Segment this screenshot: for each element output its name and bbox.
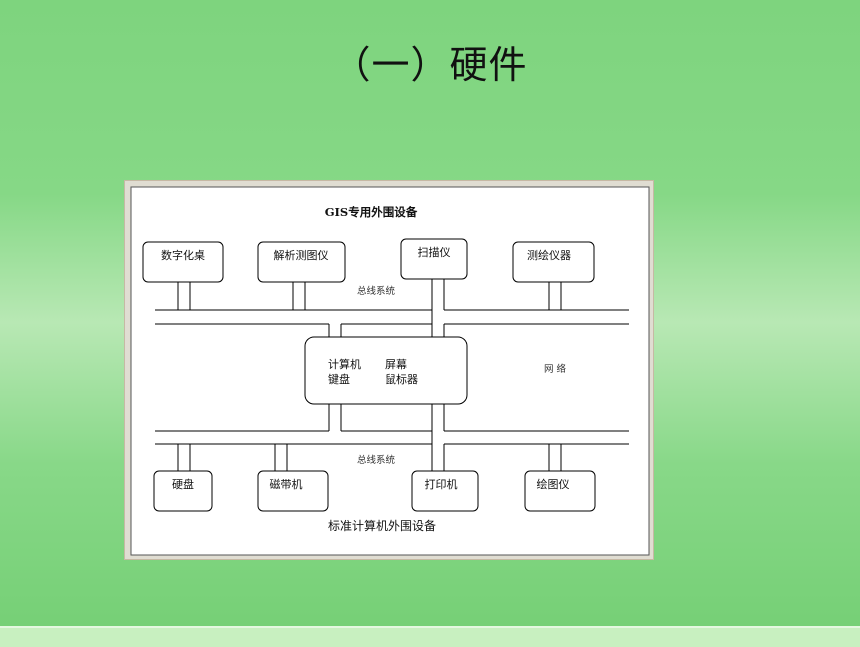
slide-title: （一）硬件 xyxy=(332,43,528,87)
keyboard-label: 键盘 xyxy=(328,372,350,386)
top-bus-label: 总线系统 xyxy=(357,285,396,297)
device-label-tape-drive: 磁带机 xyxy=(270,477,303,491)
device-label-hard-disk: 硬盘 xyxy=(172,477,194,491)
computer-box xyxy=(304,336,468,405)
device-box-hard-disk xyxy=(153,470,213,512)
device-label-printer: 打印机 xyxy=(425,477,458,491)
computer-label: 计算机 xyxy=(328,357,361,371)
slide-footer-band xyxy=(0,626,860,647)
gis-peripherals-title: GIS专用外围设备 xyxy=(325,205,418,219)
bottom-bus xyxy=(155,430,629,445)
device-label-plotter: 绘图仪 xyxy=(537,477,570,491)
top-connectors xyxy=(177,279,562,324)
device-box-tape-drive xyxy=(257,470,329,512)
device-box-scanner xyxy=(400,238,468,280)
device-box-digitizer xyxy=(142,241,224,283)
screen-label: 屏幕 xyxy=(385,357,407,371)
center-connectors xyxy=(328,323,445,431)
standard-peripherals-title: 标准计算机外围设备 xyxy=(328,518,436,533)
bottom-connectors xyxy=(177,431,562,471)
device-box-printer xyxy=(411,470,479,512)
mouse-label: 鼠标器 xyxy=(385,372,418,386)
device-box-survey-instrument xyxy=(512,241,595,283)
device-label-survey-instrument: 测绘仪器 xyxy=(527,248,571,262)
device-label-analytical-plotter: 解析测图仪 xyxy=(274,248,329,262)
bottom-bus-label: 总线系统 xyxy=(357,454,396,466)
hardware-diagram-frame: GIS专用外围设备 标准计算机外围设备 数字化桌 解析测图仪 扫描仪 测绘仪器 xyxy=(124,180,654,560)
device-label-digitizer: 数字化桌 xyxy=(161,248,205,262)
device-box-analytical-plotter xyxy=(257,241,346,283)
hardware-diagram: GIS专用外围设备 标准计算机外围设备 数字化桌 解析测图仪 扫描仪 测绘仪器 xyxy=(130,186,650,556)
network-label: 网 络 xyxy=(544,363,567,375)
device-label-scanner: 扫描仪 xyxy=(418,245,451,259)
device-box-plotter xyxy=(524,470,596,512)
